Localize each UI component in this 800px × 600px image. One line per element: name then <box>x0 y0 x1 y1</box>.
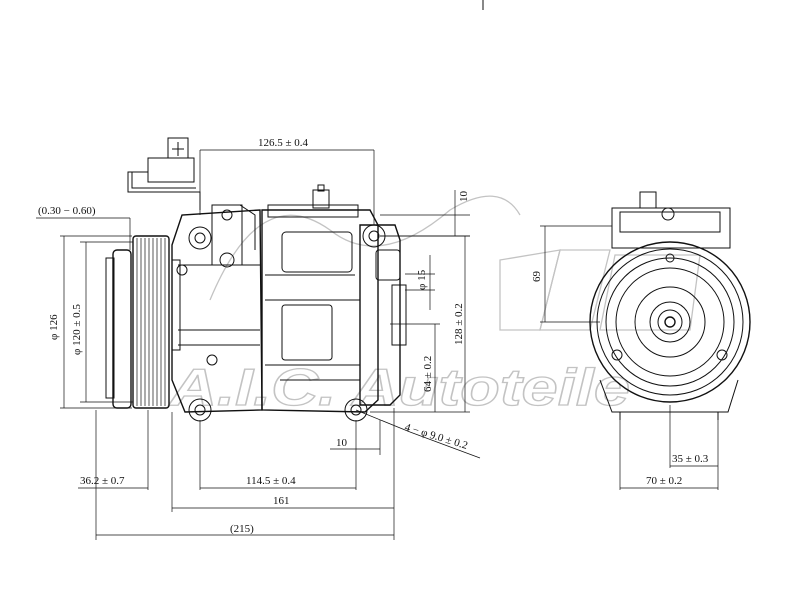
watermark-text: A.I.C. Autoteile <box>167 359 630 417</box>
clutch-disk <box>634 286 706 358</box>
dim-bottom-10: 10 <box>336 437 348 449</box>
mount-ear-front-top <box>188 226 212 250</box>
dim-pulley-diameter: φ 120 ± 0.5 <box>71 304 83 355</box>
dimension-lines <box>36 149 481 540</box>
dim-height-64: 64 ± 0.2 <box>422 356 434 392</box>
dim-height-128: 128 ± 0.2 <box>453 303 465 345</box>
dim-top-width: 126.5 ± 0.4 <box>258 137 309 149</box>
dim-body-length: 161 <box>273 495 290 507</box>
clutch-plate <box>112 249 132 409</box>
dim-side-35: 35 ± 0.3 <box>672 453 709 465</box>
front-dimension-lines <box>540 225 719 490</box>
front-top-block <box>611 207 731 249</box>
dim-side-height: 69 <box>531 271 543 283</box>
pulley <box>132 235 170 409</box>
top-fitting <box>312 189 330 209</box>
dimension-labels: (0.30 − 0.60) 126.5 ± 0.4 10 φ 126 φ 120… <box>38 137 709 535</box>
dim-bolt-holes: 4 − φ 9.0 ± 0.2 <box>403 421 469 452</box>
dim-pulley-offset: 36.2 ± 0.7 <box>80 475 125 487</box>
main-body <box>261 209 379 413</box>
rear-head <box>359 224 401 406</box>
pulley-grooves <box>136 238 166 406</box>
valve-block <box>211 204 243 266</box>
side-view <box>105 137 407 422</box>
watermark: A.I.C. Autoteile <box>167 195 701 418</box>
dim-top-offset: 10 <box>458 191 470 203</box>
dim-total-length: (215) <box>230 523 254 535</box>
dim-outer-diameter: φ 126 <box>48 314 60 340</box>
dim-hole-diameter: φ 15 <box>416 269 428 290</box>
shaft <box>664 316 676 328</box>
electrical-connector <box>127 137 201 210</box>
dim-mount-spacing: 114.5 ± 0.4 <box>246 475 296 487</box>
clutch-hub <box>105 257 115 399</box>
dim-gap: (0.30 − 0.60) <box>38 205 96 217</box>
front-view <box>589 191 751 420</box>
dim-side-70: 70 ± 0.2 <box>646 475 682 487</box>
